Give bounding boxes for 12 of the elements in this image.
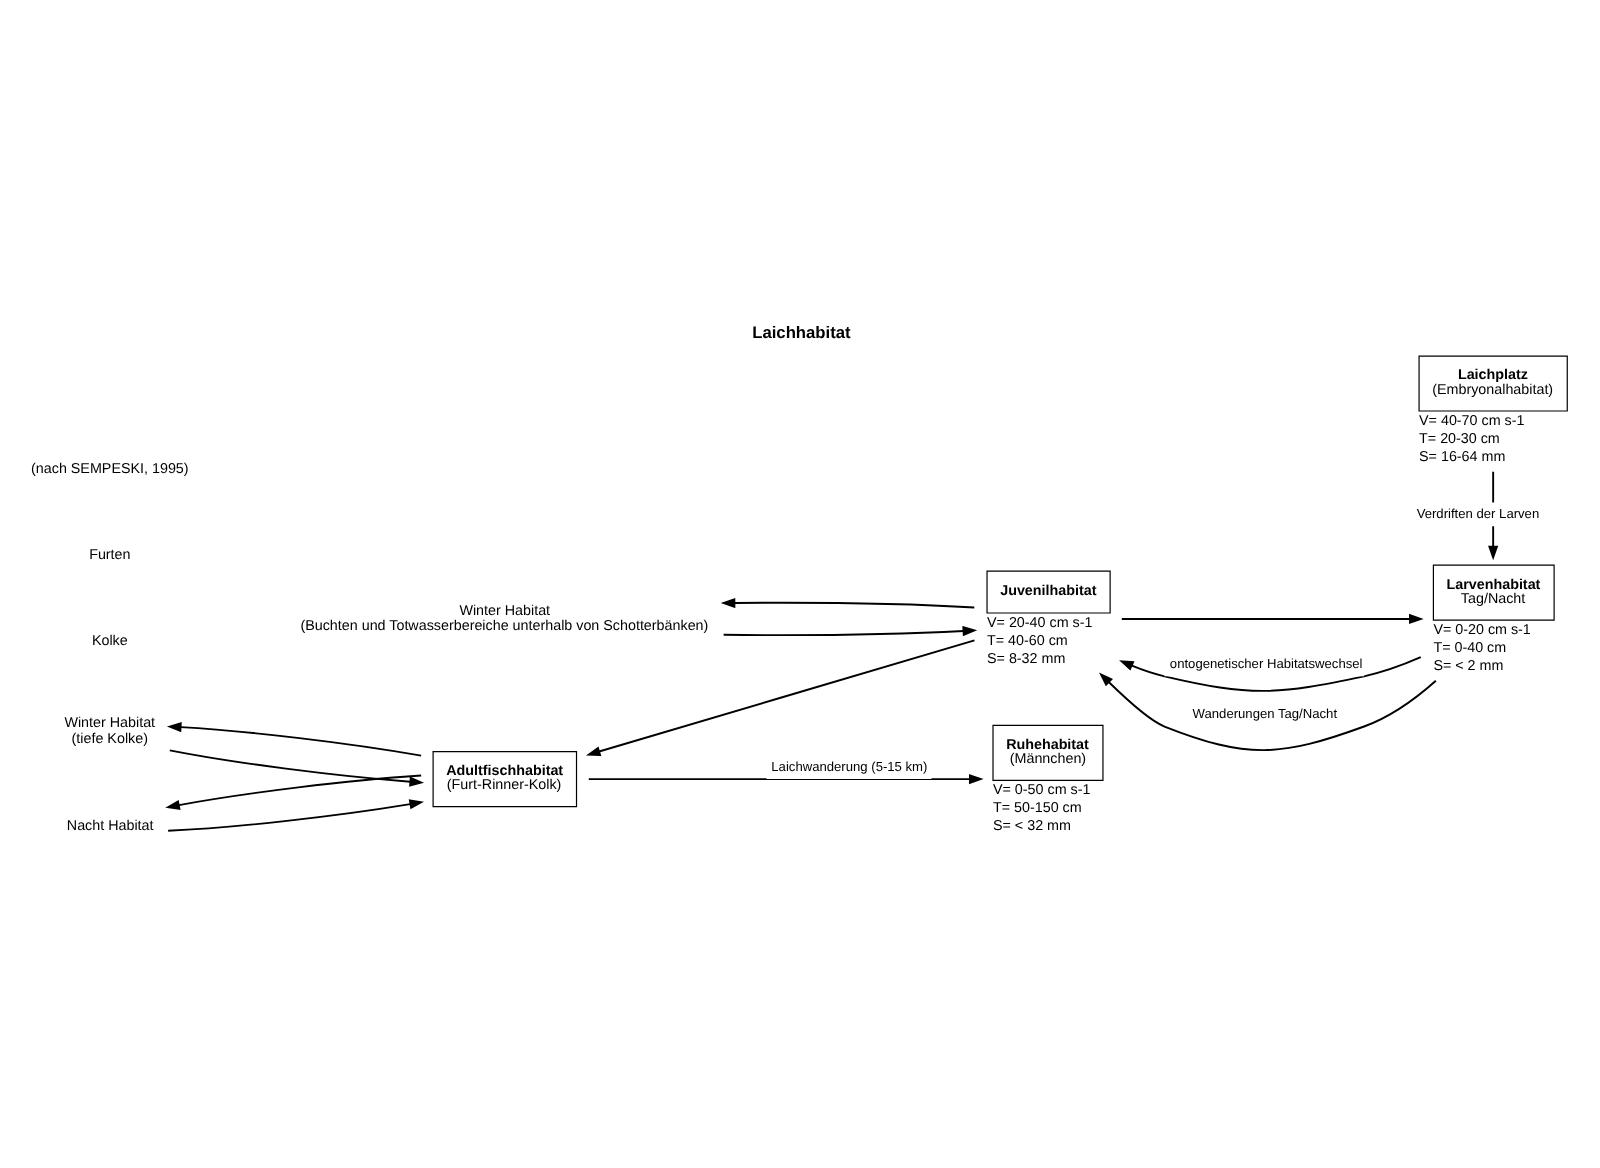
arrow (587, 774, 984, 785)
arrow (720, 597, 976, 609)
arrow (1119, 656, 1422, 692)
arrow (166, 722, 423, 757)
diagram-title: Laichhabitat (752, 321, 851, 342)
arrow (585, 639, 976, 757)
arrow (1120, 613, 1424, 625)
arrow (1099, 672, 1437, 752)
arrow (722, 625, 978, 637)
arrow (165, 774, 423, 810)
arrow (168, 749, 425, 787)
arrow (167, 799, 424, 832)
